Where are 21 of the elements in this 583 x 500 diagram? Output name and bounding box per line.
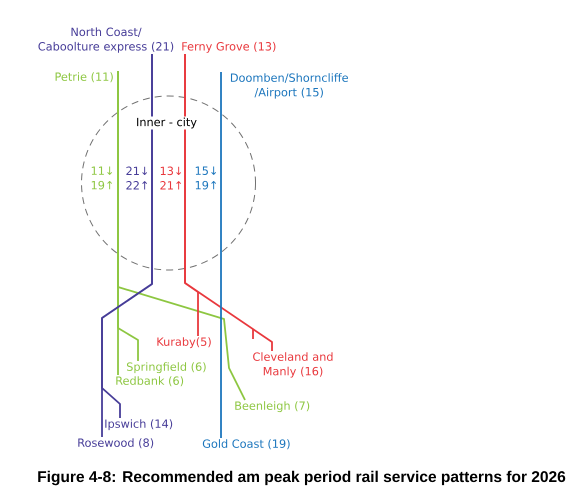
- rail-line: [220, 72, 222, 438]
- route-label: Ipswich (14): [105, 419, 172, 430]
- route-label: North Coast/ Caboolture express (21): [38, 27, 174, 53]
- figure-caption: Figure 4-8: Recommended am peak period rail service patterns for 2026: [38, 470, 566, 486]
- rail-line: [117, 71, 246, 400]
- route-label: Kuraby(5): [157, 337, 211, 348]
- route-label: Redbank (6): [116, 376, 184, 386]
- route-label: Gold Coast (19): [202, 439, 290, 450]
- service-count: 21↓ 22↑: [126, 166, 148, 190]
- route-label: Springfield (6): [126, 362, 206, 374]
- route-label: Rosewood (8): [78, 438, 154, 448]
- service-count: 11↓ 19↑: [92, 166, 112, 190]
- service-count: 15↓ 19↑: [196, 166, 216, 190]
- route-label: Cleveland and Manly (16): [253, 352, 332, 378]
- service-count: 13↓ 21↑: [160, 166, 182, 190]
- route-label: Ferny Grove (13): [182, 42, 276, 53]
- zone-label: Inner - city: [134, 116, 199, 130]
- route-label: Beenleigh (7): [235, 401, 310, 412]
- rail-line: [184, 54, 273, 351]
- route-label: Doomben/Shorncliffe /Airport (15): [230, 73, 348, 99]
- route-label: Petrie (11): [56, 72, 113, 82]
